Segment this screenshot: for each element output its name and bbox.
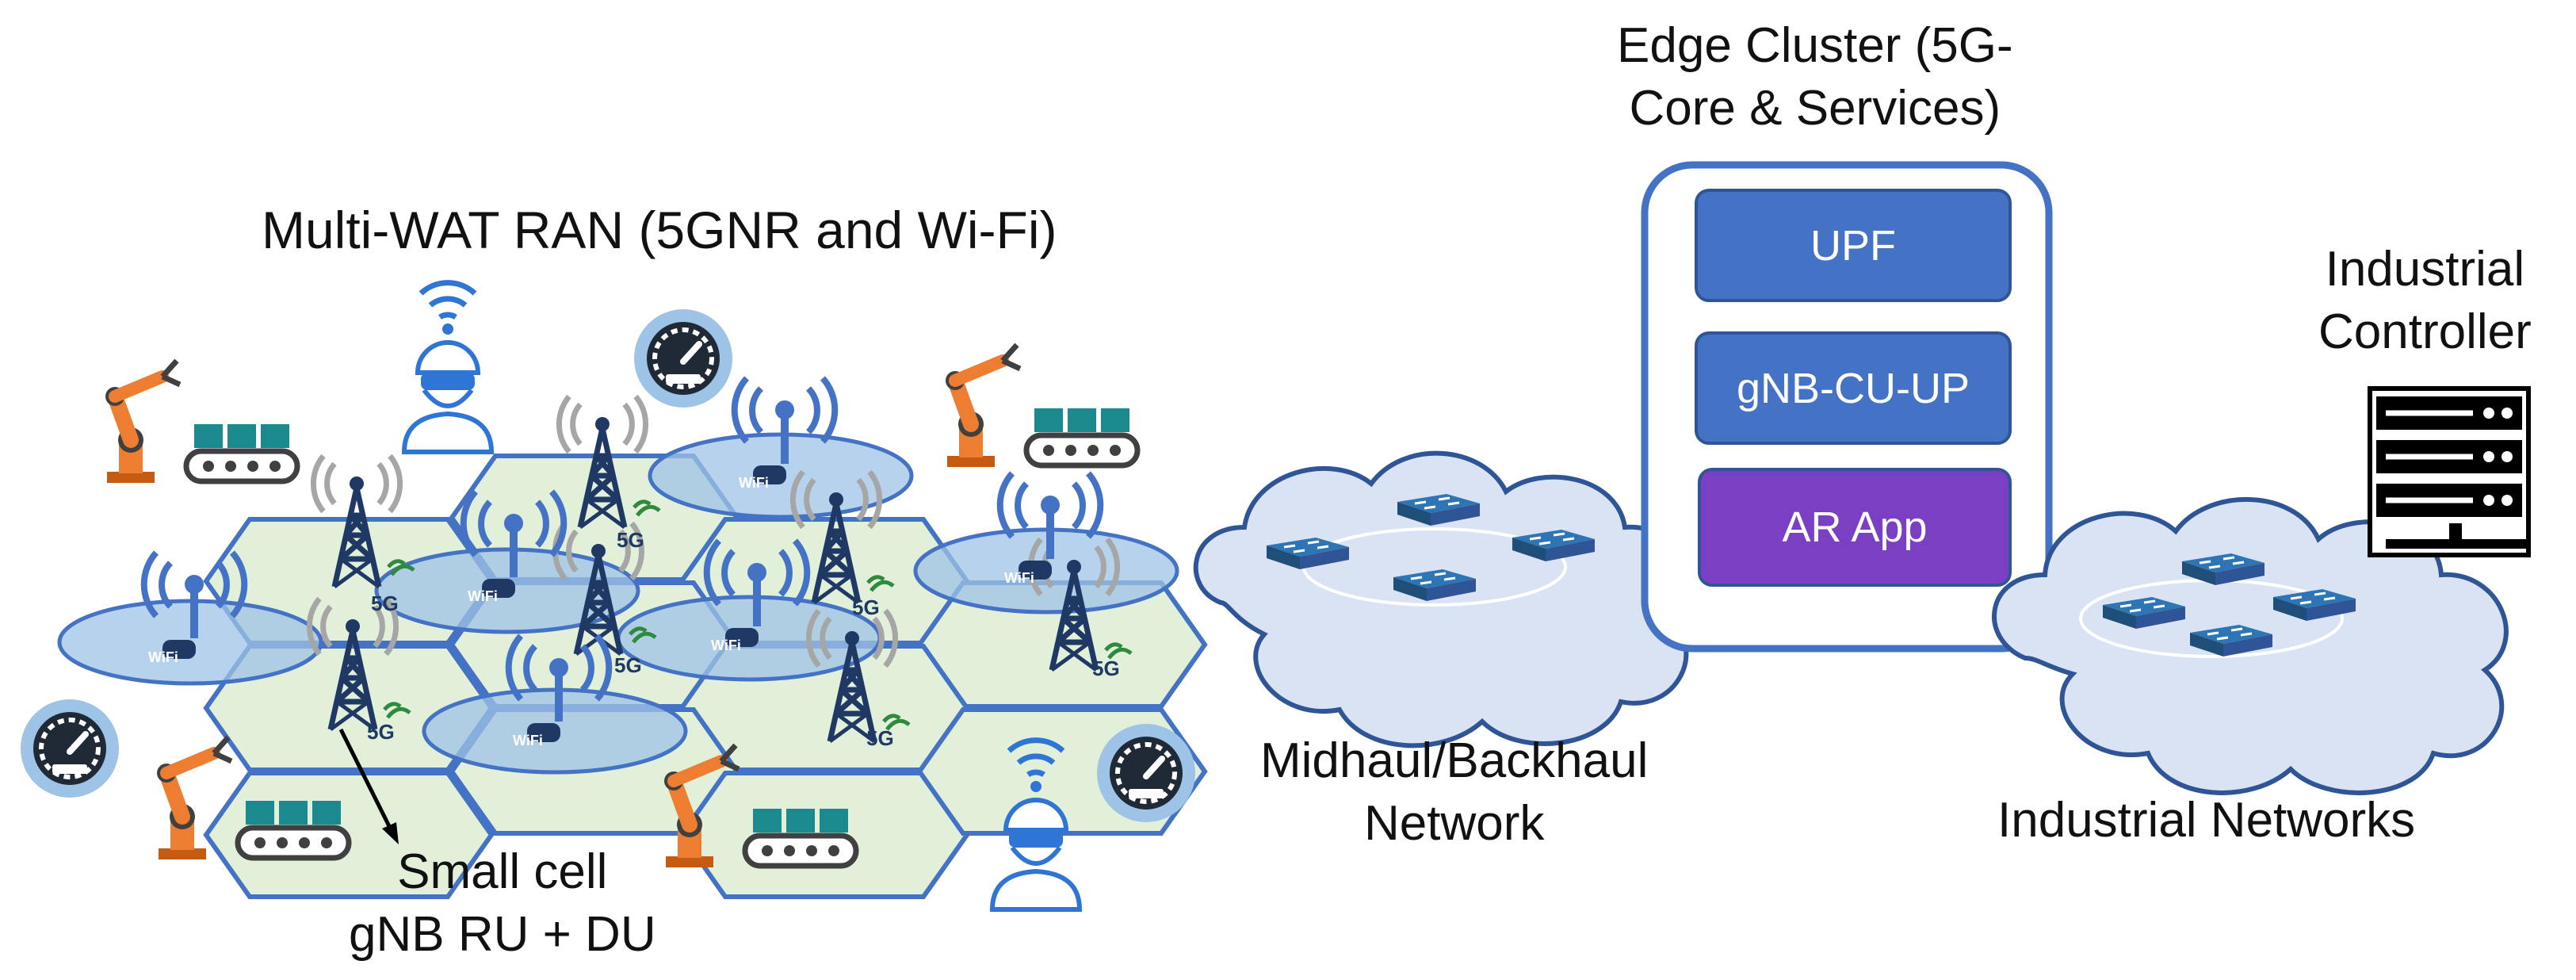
industrial-controller-label: Industrial Controller: [2318, 238, 2532, 364]
small-cell-label: Small cell gNB RU + DU: [349, 840, 656, 967]
industrial-cloud: [1992, 497, 2509, 795]
midhaul-label-line2: Network: [1364, 796, 1545, 852]
5g-label: 5G: [617, 528, 644, 552]
industrial-networks-label: Industrial Networks: [1997, 793, 2416, 848]
5g-label: 5G: [614, 653, 642, 677]
speedometer-icon: [21, 699, 119, 798]
industrial-controller-line2: Controller: [2318, 304, 2532, 360]
wifi-label: WiFi: [1004, 570, 1034, 586]
small-cell-line1: Small cell: [397, 844, 608, 899]
5g-label: 5G: [852, 595, 880, 619]
wifi-label: WiFi: [513, 733, 543, 748]
5g-label: 5G: [371, 591, 399, 615]
midhaul-label-line1: Midhaul/Backhaul: [1260, 733, 1649, 788]
robot-arm-icon: [105, 361, 297, 483]
industrial-controller-line1: Industrial: [2325, 242, 2525, 297]
edge-cluster-title-line1: Edge Cluster (5G-: [1617, 18, 2013, 73]
midhaul-cloud: [1193, 450, 1690, 748]
wifi-label: WiFi: [711, 637, 741, 653]
small-cell-line2: gNB RU + DU: [349, 907, 656, 963]
wifi-label: WiFi: [739, 475, 769, 491]
wifi-labels: WiFi WiFi WiFi WiFi WiFi WiFi: [148, 475, 1034, 748]
upf-box: UPF: [1695, 189, 2012, 302]
fiveg-labels: 5G 5G 5G 5G 5G 5G 5G: [367, 528, 1120, 750]
speedometer-icon: [1097, 724, 1195, 822]
server-rack-icon: [2368, 386, 2531, 557]
ran-title: Multi-WAT RAN (5GNR and Wi-Fi): [262, 201, 1057, 259]
gnb-cu-up-box: gNB-CU-UP: [1695, 331, 2012, 445]
speedometer-icon: [634, 309, 732, 408]
edge-cluster-title-line2: Core & Services): [1629, 81, 2001, 136]
ar-app-box: AR App: [1698, 468, 2012, 587]
midhaul-label: Midhaul/Backhaul Network: [1260, 729, 1648, 856]
robot-arm-icon: [946, 345, 1137, 467]
edge-cluster-title: Edge Cluster (5G- Core & Services): [1617, 14, 2013, 140]
ar-worker-icon: [404, 283, 491, 452]
wifi-label: WiFi: [148, 649, 178, 665]
5g-label: 5G: [1092, 657, 1120, 680]
wifi-label: WiFi: [468, 588, 498, 604]
5g-label: 5G: [367, 720, 395, 744]
small-cell-arrow: [338, 728, 399, 844]
5g-label: 5G: [866, 726, 894, 750]
